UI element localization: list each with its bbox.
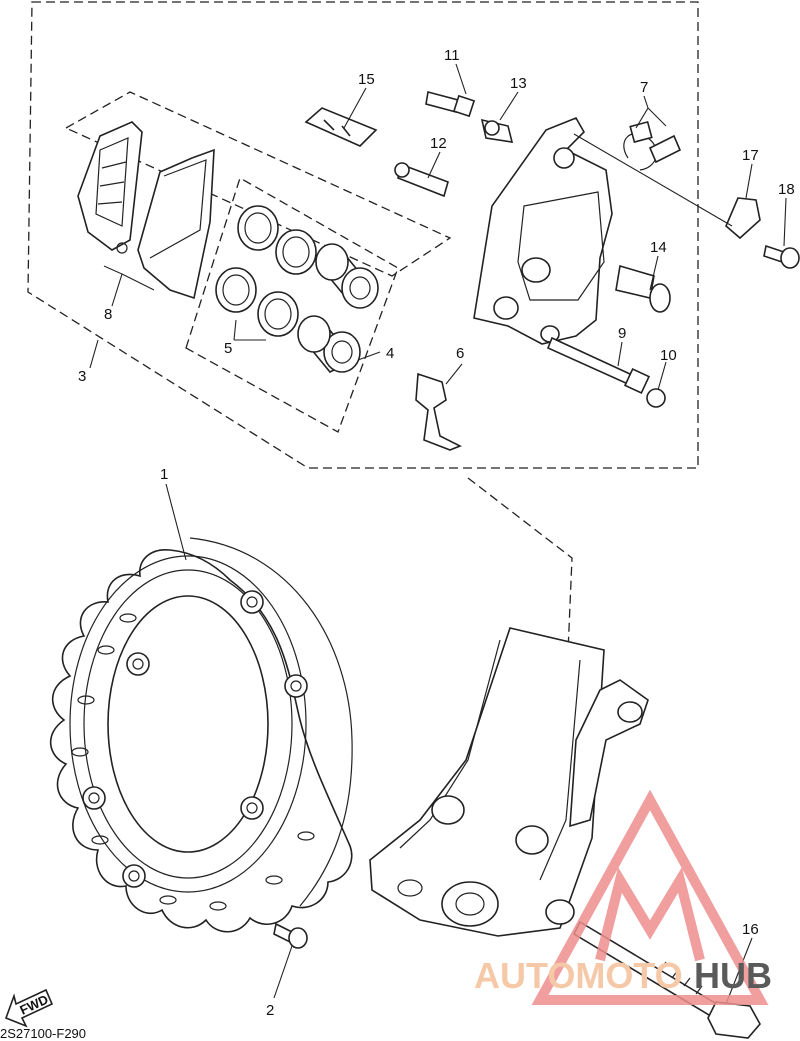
piston-seal-3 [215,267,257,313]
fwd-arrow-icon: FWD [4,988,54,1028]
callout-labels: 1 2 3 4 5 6 7 8 9 10 11 12 13 14 15 16 1… [78,47,795,1019]
watermark-triangle-icon [531,789,769,1005]
callout-10: 10 [660,347,677,364]
brake-pad-inner [137,148,215,300]
brake-disc [49,537,353,933]
callout-8: 8 [104,306,112,323]
callout-2: 2 [266,1002,274,1019]
watermark-logo [531,789,769,1005]
callout-14: 14 [650,239,667,256]
callout-17: 17 [742,147,759,164]
callout-18: 18 [778,181,795,198]
bolt-18 [763,244,800,269]
callout-3: 3 [78,368,86,385]
callout-7: 7 [640,79,648,96]
watermark-text-automoto: AUTOMOTO [474,955,683,996]
caliper-assembly-boundary [27,1,699,469]
callout-6: 6 [456,345,464,362]
drawing-code: 2S27100-F290 [0,1026,86,1041]
slide-bolt-9 [546,336,651,395]
pad-support-6 [415,372,462,451]
pad-spring [304,107,378,147]
bleed-screw [480,118,514,143]
slide-pin-14 [615,264,671,313]
pad-pin-plug [425,91,476,118]
piston-set-boundary [185,177,399,433]
callout-9: 9 [618,325,626,342]
callout-4: 4 [386,345,394,362]
caliper-leader-diag [573,133,733,227]
piston-upper [315,243,379,309]
callout-11: 11 [444,47,460,64]
watermark-m-icon [595,867,705,962]
bolt-cap-10 [646,388,666,408]
fork-leg [369,477,649,937]
piston-seal-2 [275,229,317,275]
piston-seal-1 [237,205,279,251]
clamp-17 [725,197,761,240]
callout-12: 12 [430,135,447,152]
fwd-label: FWD [17,992,50,1018]
callout-13: 13 [510,75,527,92]
brake-hose-bracket [629,120,682,164]
callout-1: 1 [160,466,168,483]
piston-lower [297,315,361,374]
pad-pin [394,162,449,198]
piston-seal-4 [257,291,299,337]
watermark-text-hub: HUB [694,955,772,996]
pad-set-boundary [64,91,452,277]
callout-15: 15 [358,71,375,88]
brake-pad-outer [77,121,143,254]
callout-5: 5 [224,340,232,357]
callout-16: 16 [742,921,759,938]
disc-bolt [273,922,308,949]
caliper-body [473,116,613,345]
